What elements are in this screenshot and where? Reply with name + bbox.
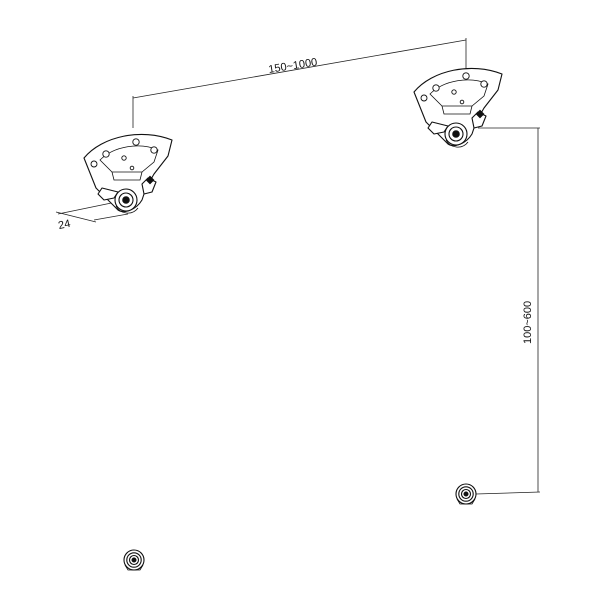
height-extension-bottom (475, 491, 541, 495)
width-label: 150~1000 (268, 56, 319, 76)
bracket-top-left (83, 133, 173, 214)
bracket-top-right (413, 67, 503, 148)
height-dimension: 100~600 (475, 127, 541, 495)
width-dimension-line (132, 39, 467, 99)
depth-tick (55, 211, 97, 223)
height-label: 100~600 (522, 301, 534, 344)
spacer-bottom-right (455, 483, 477, 505)
depth-extension-line (93, 213, 129, 221)
spacer-bottom-left (123, 549, 145, 571)
width-dimension: 150~1000 (132, 38, 467, 128)
depth-label: 24 (57, 218, 71, 232)
